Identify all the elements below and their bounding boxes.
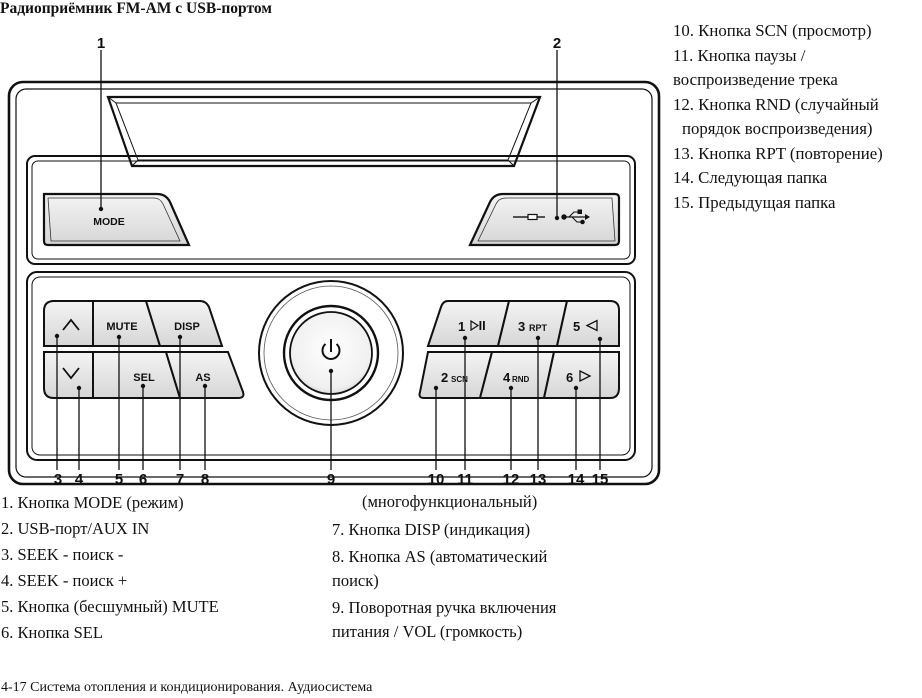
legend-item-4: 4. SEEK - поиск + [1,571,128,590]
triangle-right-icon [579,369,592,383]
legend-item-11-cont: воспроизведение трека [673,70,838,89]
legend-item-15: 15. Предыдущая папка [673,192,836,212]
callout-7: 7 [176,471,184,488]
aux-plug-icon [513,213,545,221]
mute-label: MUTE [106,321,137,333]
sel-label: SEL [133,372,155,384]
preset-4-number: 4 [503,370,511,385]
legend-item-13: 13. Кнопка RPT (повторение) [673,143,883,163]
seek-down-button[interactable] [43,351,94,399]
triangle-left-icon [585,319,598,332]
legend-item-9: 9. Поворотная ручка включения [332,598,557,617]
callout-leaders [54,50,603,470]
legend-item-8-cont: поиск) [332,570,379,590]
legend-item-2: 2. USB-порт/AUX IN [1,519,150,538]
preset-1-button[interactable]: 1 [426,300,511,347]
preset-6-number: 6 [566,370,573,385]
radio-faceplate [7,80,661,486]
as-label: AS [195,372,210,384]
preset-3-button[interactable]: 3 RPT [496,300,569,347]
preset-5-button[interactable]: 5 [555,300,620,347]
legend-item-12-cont: порядок воспроизведения) [682,119,873,138]
preset-4-sub: RND [512,375,530,384]
callout-2: 2 [553,35,561,52]
legend-item-7: 7. Кнопка DISP (индикация) [332,519,531,539]
legend-item-12: 12. Кнопка RND (случайный [673,94,879,114]
preset-2-button[interactable]: 2 SCN [418,351,494,399]
callout-9: 9 [327,471,335,488]
legend-right: 10. Кнопка SCN (просмотр) 11. Кнопка пау… [673,19,883,215]
preset-4-button[interactable]: 4 RND [478,351,556,399]
chevron-down-icon [62,367,80,380]
legend-left: 1. Кнопка MODE (режим) 2. USB-порт/AUX I… [1,490,219,646]
callout-13: 13 [530,471,547,488]
legend-item-6: 6. Кнопка SEL [1,623,103,642]
callout-8: 8 [201,471,209,488]
legend-item-3: 3. SEEK - поиск - [1,545,124,564]
page-footer: 4-17 Система отопления и кондиционирован… [1,680,373,695]
legend-item-10: 10. Кнопка SCN (просмотр) [673,21,872,40]
legend-item-8: 8. Кнопка AS (автоматический [332,547,548,566]
callout-4: 4 [75,471,84,488]
power-volume-knob[interactable] [258,280,404,426]
as-button[interactable]: AS [164,351,245,399]
callout-11: 11 [457,471,473,488]
upper-panel [26,155,636,265]
legend-item-11: 11. Кнопка паузы / [673,45,806,65]
preset-2-number: 2 [441,370,448,385]
chevron-up-icon [62,318,80,331]
preset-3-number: 3 [518,319,525,334]
callout-3: 3 [54,471,62,488]
callout-6: 6 [139,471,147,488]
callout-5: 5 [115,471,123,488]
disp-button[interactable]: DISP [144,300,224,347]
legend-middle: (многофункциональный) 7. Кнопка DISP (ин… [332,490,556,643]
callout-15: 15 [592,471,609,488]
callout-10: 10 [428,471,445,488]
legend-item-1: 1. Кнопка MODE (режим) [1,493,184,512]
preset-3-sub: RPT [529,323,548,333]
disp-label: DISP [174,321,200,333]
callout-12: 12 [503,471,520,488]
legend-item-5: 5. Кнопка (бесшумный) MUTE [1,597,219,616]
preset-2-sub: SCN [451,375,468,384]
legend-item-6-cont: (многофункциональный) [362,492,538,511]
seek-up-button[interactable] [43,300,94,347]
usb-aux-port-cover[interactable] [468,192,621,247]
callout-1: 1 [97,35,105,52]
usb-icon [561,209,590,225]
callout-numbers: 1 2 3 4 5 6 7 8 9 10 11 12 13 14 15 [54,35,609,488]
play-pause-icon [470,319,485,332]
preset-6-button[interactable]: 6 [542,351,620,399]
power-icon [321,339,341,360]
sel-button[interactable]: SEL [92,351,182,399]
preset-5-number: 5 [573,319,580,334]
preset-1-number: 1 [458,319,465,334]
callout-14: 14 [568,471,585,488]
legend-item-9-cont: питания / VOL (громкость) [332,621,523,641]
legend-item-14: 14. Следующая папка [673,168,828,187]
mode-label: MODE [93,216,125,228]
mode-button[interactable]: MODE [42,192,191,247]
page-title: Радиоприёмник FM-AM с USB-портом [0,0,272,17]
